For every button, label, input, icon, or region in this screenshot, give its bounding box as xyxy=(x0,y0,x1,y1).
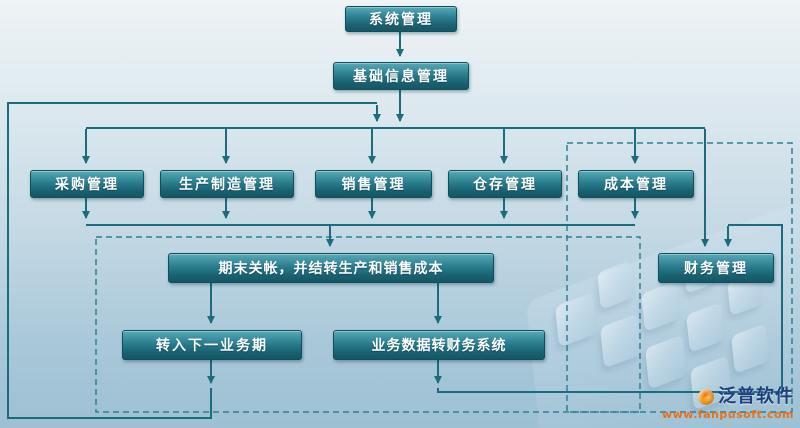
node-purchase-management: 采购管理 xyxy=(30,170,144,198)
brand-url: www.fanpusoft.com xyxy=(661,408,794,422)
fanpu-logo-icon xyxy=(698,389,714,405)
node-data-to-finance-system: 业务数据转财务系统 xyxy=(333,330,545,360)
node-basic-info-management: 基础信息管理 xyxy=(333,62,469,90)
node-system-management: 系统管理 xyxy=(345,6,457,32)
watermark: 泛普软件 www.fanpusoft.com xyxy=(662,386,794,422)
brand-row: 泛普软件 xyxy=(662,386,794,409)
node-next-business-period: 转入下一业务期 xyxy=(122,330,302,360)
node-period-end-closing: 期末关帐，并结转生产和销售成本 xyxy=(168,253,494,283)
node-sales-management: 销售管理 xyxy=(315,170,432,198)
node-finance-management: 财务管理 xyxy=(658,253,774,283)
brand-name: 泛普软件 xyxy=(718,385,794,407)
node-production-management: 生产制造管理 xyxy=(160,170,294,198)
node-cost-management: 成本管理 xyxy=(578,170,694,198)
node-warehouse-management: 仓存管理 xyxy=(448,170,562,198)
